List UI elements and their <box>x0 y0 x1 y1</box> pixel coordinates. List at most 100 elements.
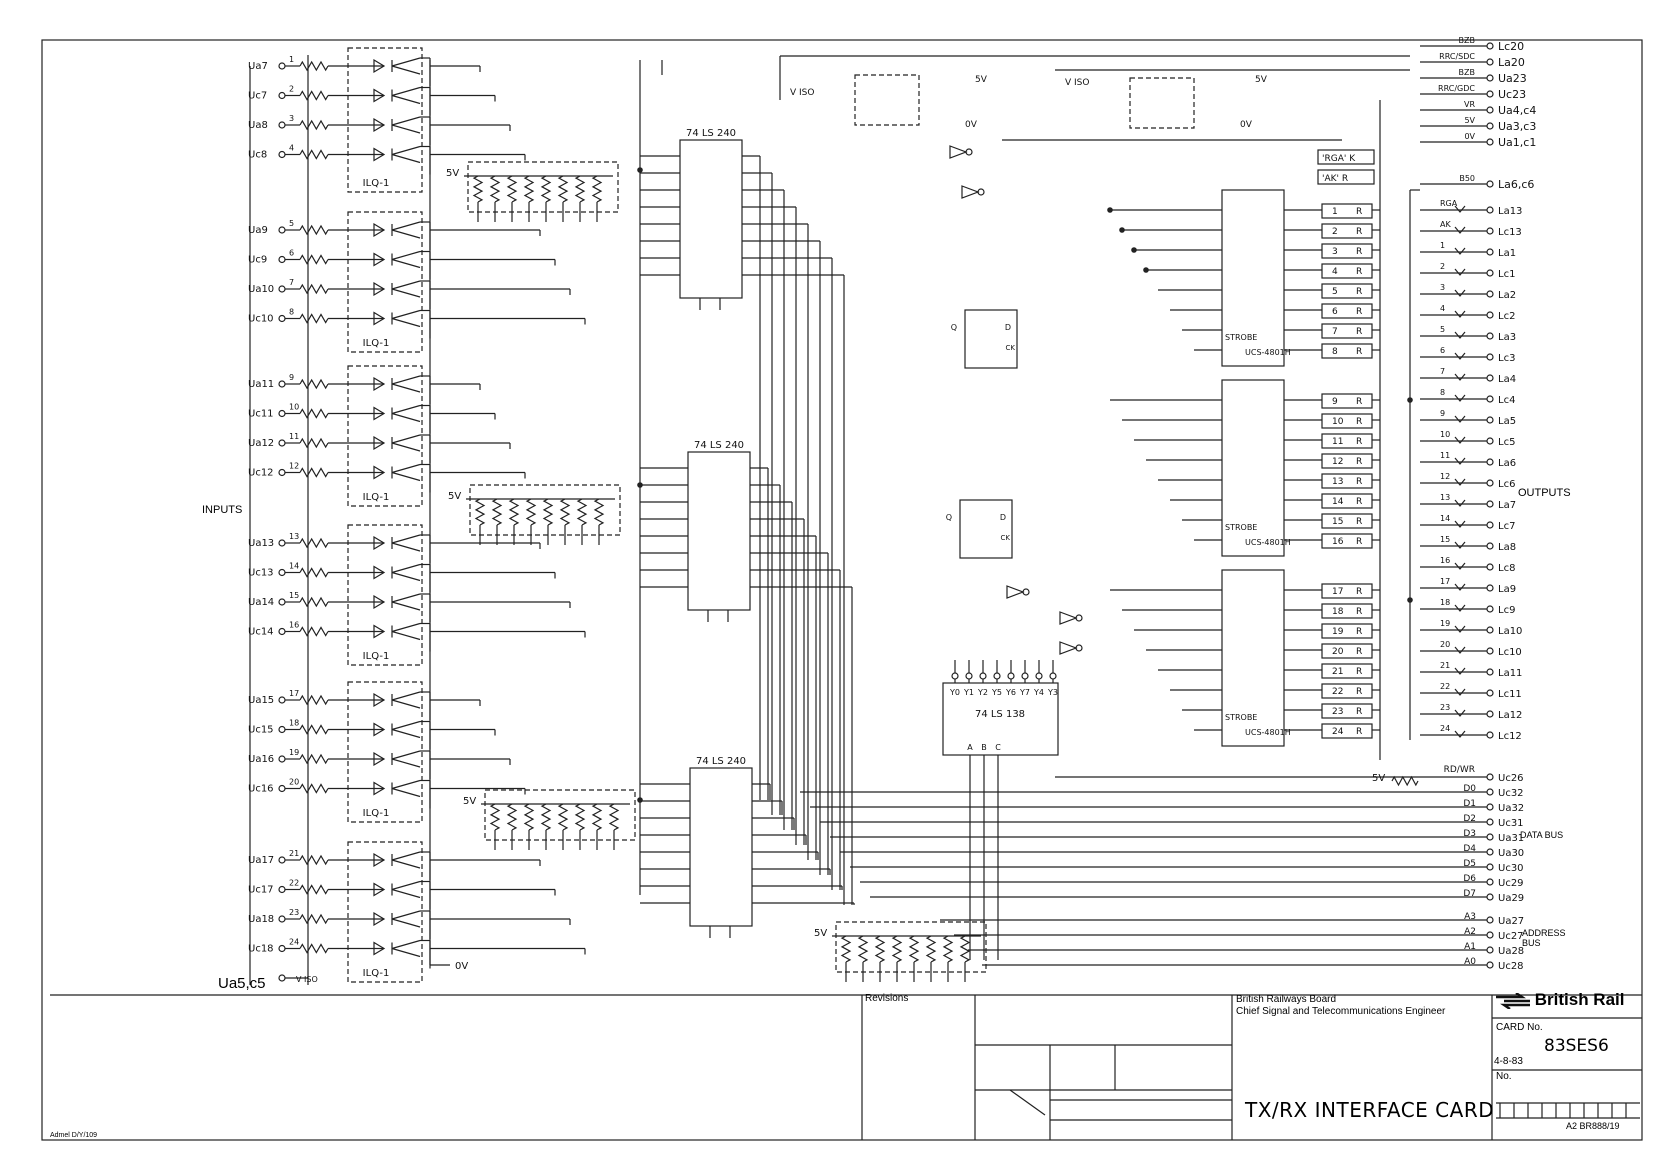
data-bus-signal-2: D2 <box>1463 814 1476 824</box>
brand-name: British Rail <box>1534 990 1625 1009</box>
no-label: No. <box>1496 1071 1512 1082</box>
relay-number-5: 5 <box>1332 287 1338 297</box>
output-label-6: 4 <box>1440 304 1445 313</box>
opto-led-5 <box>373 222 386 238</box>
output-terminal-20 <box>1486 605 1494 613</box>
relay-number-23: 23 <box>1332 707 1343 717</box>
input-resistor-6 <box>299 254 329 265</box>
org-line-1: British Railways Board <box>1236 994 1337 1005</box>
output-label-13: 11 <box>1440 451 1450 460</box>
relay-number-12: 12 <box>1332 457 1343 467</box>
supply-terminal <box>278 974 286 982</box>
opto-led-24 <box>373 941 386 956</box>
output-label-15: 13 <box>1440 493 1450 502</box>
inverter-strobe-2 <box>1059 611 1083 625</box>
input-terminal-3 <box>278 121 286 129</box>
rdwr-pin: Uc26 <box>1498 773 1524 784</box>
output-pin-26: Lc12 <box>1498 731 1522 742</box>
relay-r-4: R <box>1356 267 1362 277</box>
address-bus-signal-1: A2 <box>1464 927 1476 937</box>
pullup-resistor-3-4 <box>540 803 552 831</box>
input-number-22: 22 <box>289 879 299 888</box>
input-terminal-12 <box>278 468 286 477</box>
data-bus-signal-6: D6 <box>1463 874 1476 884</box>
output-label-19: 17 <box>1440 577 1450 586</box>
address-bus-terminal-2 <box>1486 946 1494 954</box>
output-label-7: 5 <box>1440 325 1445 334</box>
opto-led-13 <box>373 535 386 551</box>
decoder-pin-Y5 <box>993 672 1001 680</box>
output-contact-3 <box>1454 247 1466 255</box>
output-pin-21: La10 <box>1498 626 1522 637</box>
pullup-5v-1: 5V <box>446 168 459 179</box>
output-label-12: 10 <box>1440 430 1450 439</box>
output-label-10: 8 <box>1440 388 1445 397</box>
input-terminal-5 <box>278 226 286 234</box>
output-contact-8 <box>1454 352 1466 360</box>
input-terminal-7 <box>278 285 286 293</box>
rdwr-terminal <box>1486 773 1494 781</box>
flip-flop-q-1: Q <box>951 323 957 332</box>
input-terminal-13 <box>278 539 286 547</box>
output-contact-4 <box>1454 268 1466 276</box>
data-bus-pin-5: Uc30 <box>1498 863 1524 874</box>
input-terminal-6 <box>278 255 286 264</box>
flip-flop-ck-2: CK <box>1001 534 1011 542</box>
opto-5v-2: 5V <box>1255 75 1268 85</box>
relay-number-19: 19 <box>1332 627 1344 637</box>
input-resistor-2 <box>299 90 329 101</box>
input-pin-7: Ua10 <box>248 284 274 295</box>
data-bus-pin-3: Ua31 <box>1498 833 1524 844</box>
pullup-network-2 <box>469 484 621 536</box>
input-terminal-22 <box>278 885 286 894</box>
input-resistor-12 <box>299 467 329 478</box>
drawing-title: TX/RX INTERFACE CARD <box>1245 1098 1495 1122</box>
decoder-output-Y3: Y3 <box>1047 688 1058 697</box>
top-signal-8: B50 <box>1459 174 1475 183</box>
input-number-7: 7 <box>289 278 294 287</box>
relay-6 <box>1321 303 1373 319</box>
inverter-strobe-1 <box>1006 585 1030 599</box>
output-pin-15: La7 <box>1498 500 1516 511</box>
relay-23 <box>1321 703 1373 719</box>
input-number-13: 13 <box>289 532 299 541</box>
relay-number-18: 18 <box>1332 607 1344 617</box>
input-pin-4: Uc8 <box>248 150 267 161</box>
ilq-1-package-3 <box>347 365 423 507</box>
output-terminal-22 <box>1486 647 1494 655</box>
output-contact-17 <box>1454 541 1466 549</box>
output-label-3: 1 <box>1440 241 1445 250</box>
opto-led-1 <box>373 58 386 74</box>
input-resistor-3 <box>299 119 329 131</box>
pullup-resistor-3-7 <box>591 803 603 831</box>
opto-led-14 <box>373 565 386 580</box>
output-terminal-26 <box>1486 731 1494 739</box>
input-pin-2: Uc7 <box>248 91 267 102</box>
date-value: 4-8-83 <box>1494 1056 1523 1067</box>
input-number-5: 5 <box>289 219 294 228</box>
driver-ucs4801h-1 <box>1221 189 1285 367</box>
opto-led-6 <box>373 252 386 267</box>
output-pin-13: La6 <box>1498 458 1516 469</box>
decoder-pin-Y2 <box>979 672 987 680</box>
flip-flop-q-2: Q <box>946 513 952 522</box>
input-pin-6: Uc9 <box>248 255 267 266</box>
driver-strobe-1: STROBE <box>1225 333 1257 342</box>
input-resistor-21 <box>299 854 329 866</box>
opto-led-7 <box>373 281 386 297</box>
input-resistor-1 <box>299 60 329 72</box>
decoder-input-A: A <box>967 743 973 752</box>
input-resistor-20 <box>299 783 329 794</box>
output-contact-25 <box>1454 709 1466 717</box>
decoder-output-Y1: Y1 <box>963 688 974 697</box>
output-terminal-25 <box>1486 710 1494 718</box>
relay-24 <box>1321 723 1373 739</box>
top-signal-4: RRC/GDC <box>1438 84 1475 93</box>
output-pin-12: Lc5 <box>1498 437 1515 448</box>
pullup-resistor-4-1 <box>840 935 852 963</box>
flip-flop-ck-1: CK <box>1006 344 1016 352</box>
relay-11 <box>1321 433 1373 449</box>
driver-label-2: UCS-4801H <box>1245 538 1291 547</box>
input-number-10: 10 <box>289 403 299 412</box>
input-opto-1 <box>854 74 920 126</box>
